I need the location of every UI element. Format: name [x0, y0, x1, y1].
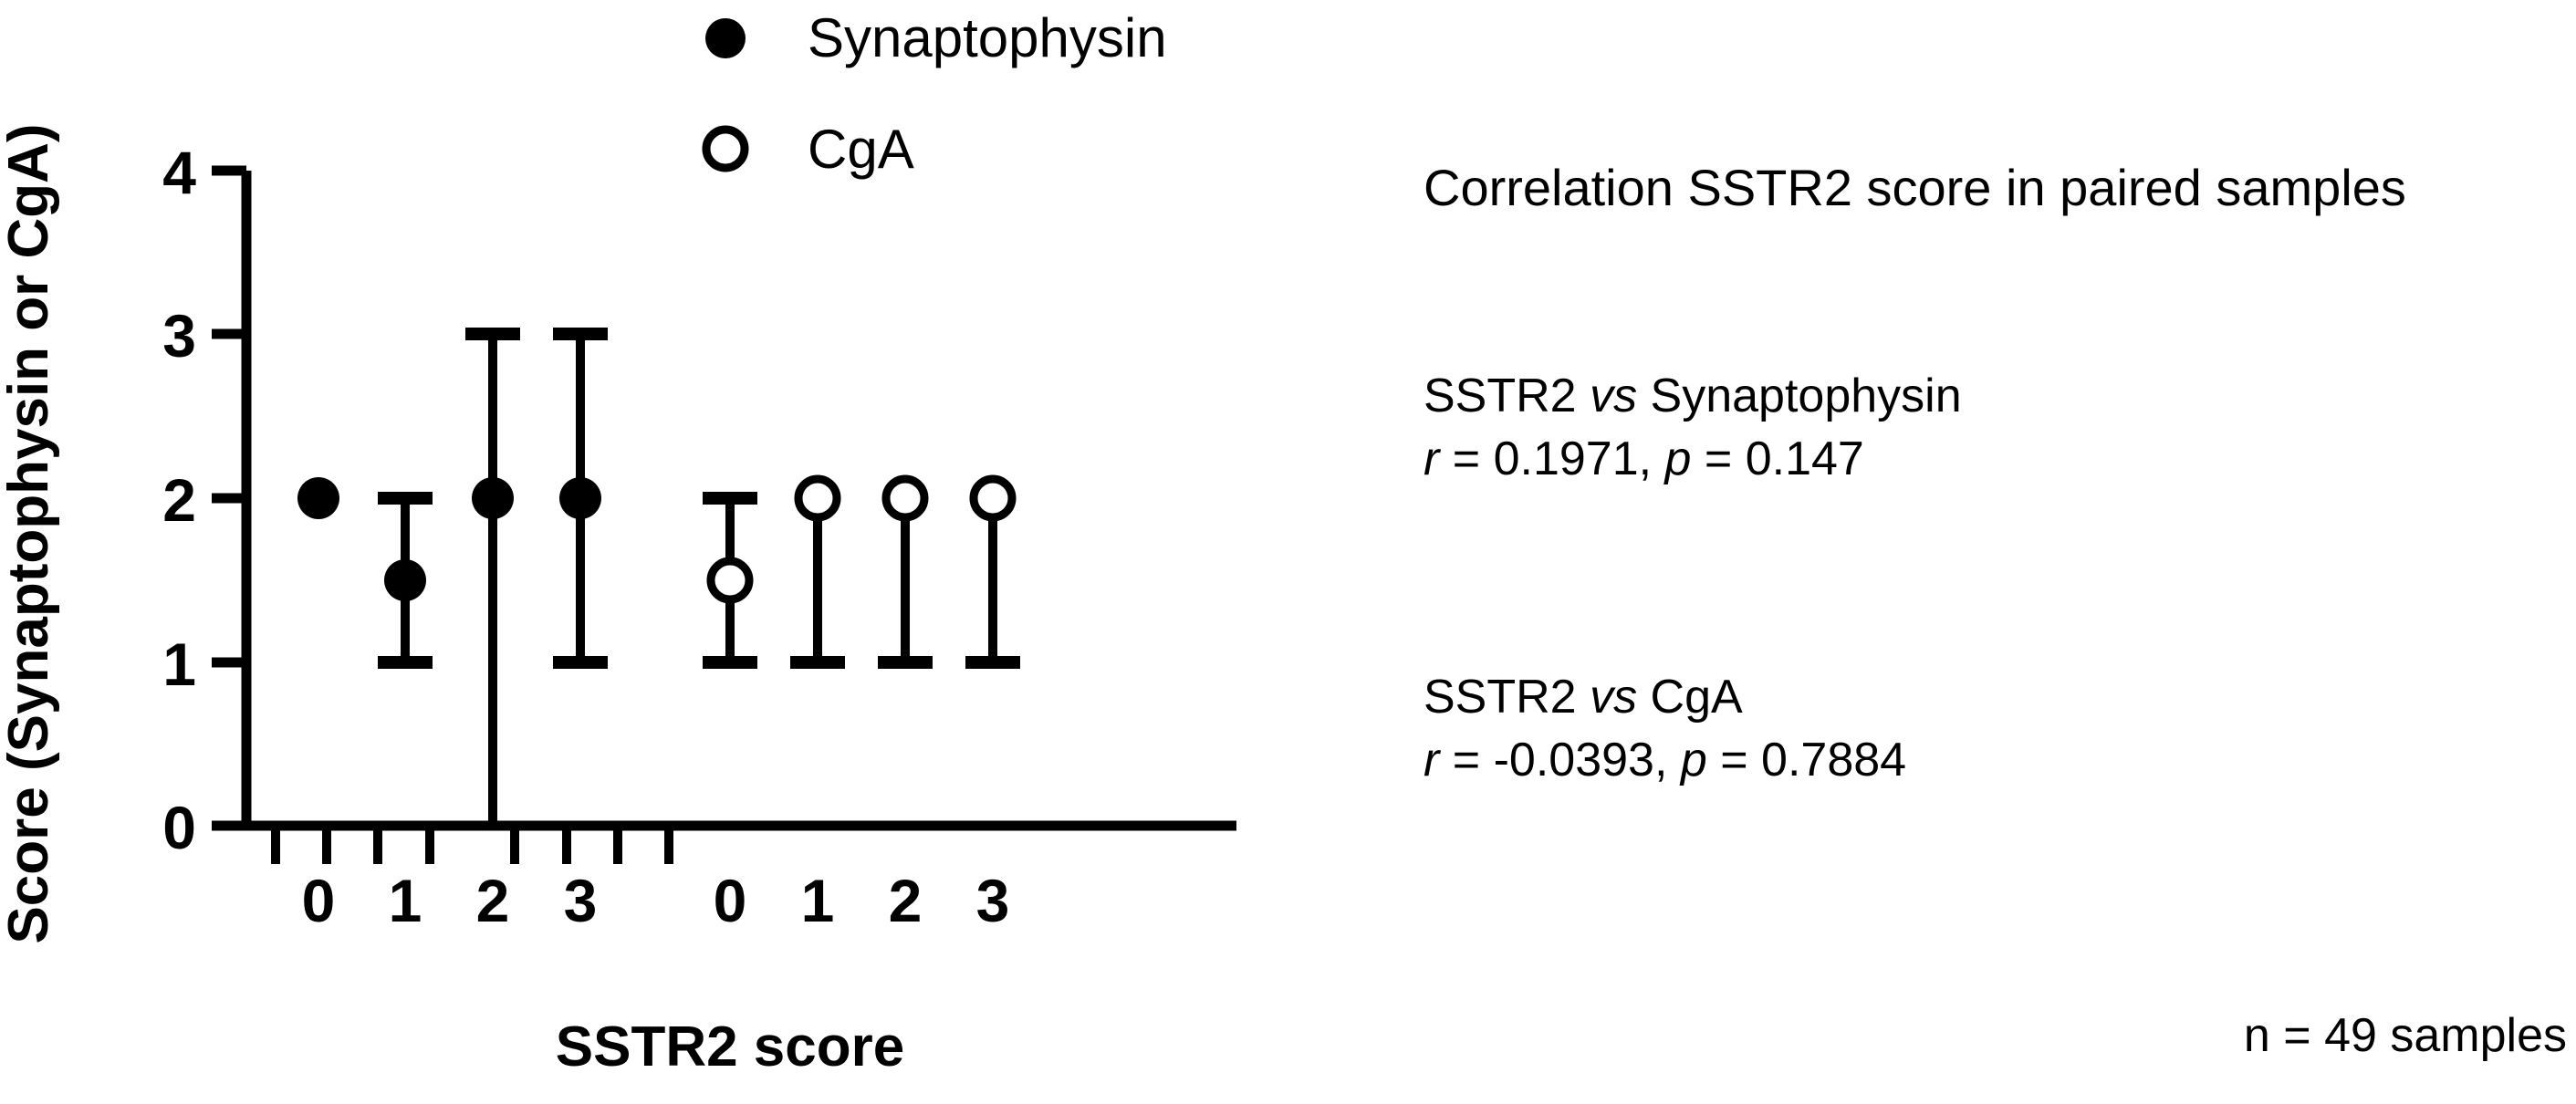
stat-p-symbol: p [1680, 733, 1707, 786]
annotation-heading-pre: SSTR2 [1424, 370, 1590, 422]
annotation-heading-vs: vs [1590, 370, 1638, 422]
annotation-heading-post: Synaptophysin [1637, 370, 1962, 422]
data-point-open-circle [794, 474, 841, 522]
x-tick-label-3a: 3 [564, 867, 598, 934]
y-tick-label-2: 2 [162, 466, 196, 534]
annotation-heading-pre: SSTR2 [1424, 671, 1590, 724]
chart-svg: Synaptophysin CgA 4 3 2 1 0 [0, 7, 1236, 1078]
annotation-title: Correlation SSTR2 score in paired sample… [1424, 159, 2406, 216]
stat-p-value: = 0.147 [1691, 432, 1864, 485]
annotation-heading-synaptophysin: SSTR2 vs Synaptophysin [1424, 365, 1962, 428]
chart-legend: Synaptophysin CgA [702, 7, 1167, 180]
annotation-block-synaptophysin: SSTR2 vs Synaptophysin r = 0.1971, p = 0… [1424, 365, 1962, 490]
stat-r-symbol: r [1424, 432, 1440, 485]
y-tick-label-3: 3 [162, 302, 196, 370]
x-axis: 0 1 2 3 0 1 2 3 [242, 820, 1236, 934]
data-point-filled-circle [297, 477, 339, 519]
data-point-open-circle [706, 557, 754, 604]
x-tick-label-1a: 1 [389, 867, 422, 934]
legend-marker-filled-circle-icon [705, 18, 746, 58]
x-tick-label-3b: 3 [976, 867, 1010, 934]
data-point-open-circle [881, 474, 929, 522]
legend-label-synaptophysin: Synaptophysin [808, 7, 1167, 68]
legend-label-cga: CgA [808, 119, 914, 180]
x-tick-label-2a: 2 [476, 867, 510, 934]
series-cga [703, 474, 1020, 669]
y-axis: 4 3 2 1 0 [162, 139, 252, 861]
stat-r-value: = -0.0393, [1439, 733, 1681, 786]
x-tick-label-0b: 0 [714, 867, 747, 934]
annotation-heading-post: CgA [1637, 671, 1743, 724]
data-point-open-circle [969, 474, 1017, 522]
chart-plot-panel: Synaptophysin CgA 4 3 2 1 0 [0, 7, 1236, 1078]
y-tick-label-0: 0 [162, 794, 196, 861]
x-tick-label-1b: 1 [801, 867, 835, 934]
annotation-panel: Correlation SSTR2 score in paired sample… [1396, 0, 2576, 1104]
stat-p-value: = 0.7884 [1706, 733, 1907, 786]
annotation-stats-synaptophysin: r = 0.1971, p = 0.147 [1424, 428, 1962, 491]
annotation-footer-sample-count: n = 49 samples [2243, 1009, 2567, 1062]
series-synaptophysin [297, 328, 608, 826]
annotation-heading-vs: vs [1590, 671, 1638, 724]
data-point-filled-circle [559, 477, 601, 519]
y-tick-label-1: 1 [162, 630, 196, 698]
stat-p-symbol: p [1664, 432, 1692, 485]
annotation-stats-cga: r = -0.0393, p = 0.7884 [1424, 729, 1906, 792]
y-tick-label-4: 4 [162, 139, 196, 206]
data-point-filled-circle [472, 477, 514, 519]
x-axis-title: SSTR2 score [556, 1015, 905, 1078]
x-tick-label-0a: 0 [302, 867, 336, 934]
stat-r-value: = 0.1971, [1439, 432, 1665, 485]
x-tick-label-2b: 2 [889, 867, 923, 934]
annotation-heading-cga: SSTR2 vs CgA [1424, 666, 1906, 729]
legend-marker-open-circle-icon [702, 125, 749, 172]
stat-r-symbol: r [1424, 733, 1440, 786]
annotation-block-cga: SSTR2 vs CgA r = -0.0393, p = 0.7884 [1424, 666, 1906, 791]
y-axis-title: Score (Synaptophysin or CgA) [0, 123, 60, 943]
data-point-filled-circle [384, 559, 426, 601]
